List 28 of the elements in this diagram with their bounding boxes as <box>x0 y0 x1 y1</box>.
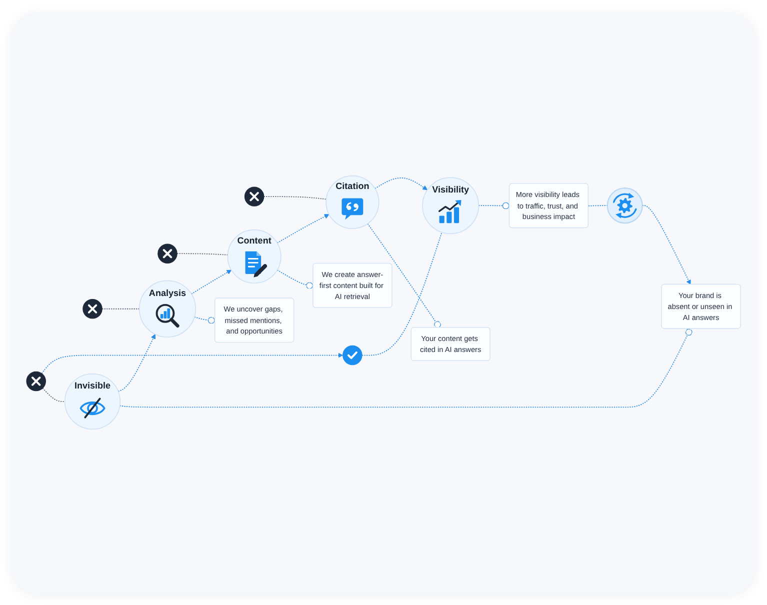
arrow <box>190 270 232 294</box>
node-circle: Invisible <box>64 373 121 430</box>
node-circle: Content <box>227 229 282 284</box>
node-circle <box>244 186 264 206</box>
node-circle: Analysis <box>138 280 196 338</box>
node-circle <box>342 345 362 366</box>
connector <box>276 270 314 290</box>
node-circle: Visibility <box>422 177 480 234</box>
arrow <box>276 214 330 244</box>
connector <box>176 253 228 256</box>
connector <box>194 316 216 324</box>
connector <box>263 196 327 200</box>
connector <box>362 232 442 356</box>
connector <box>42 388 66 402</box>
arrow <box>374 177 428 190</box>
node-circle <box>82 299 102 319</box>
connector <box>119 328 692 408</box>
connector <box>367 223 441 328</box>
connector <box>478 202 510 210</box>
node-circle: Citation <box>326 175 380 229</box>
connector <box>102 308 140 310</box>
node-circle <box>26 371 46 392</box>
arrow <box>41 352 344 374</box>
connector <box>588 205 608 206</box>
node-circle <box>606 188 643 224</box>
arrow <box>642 205 691 285</box>
arrow <box>118 334 156 392</box>
node-circle <box>158 244 178 264</box>
